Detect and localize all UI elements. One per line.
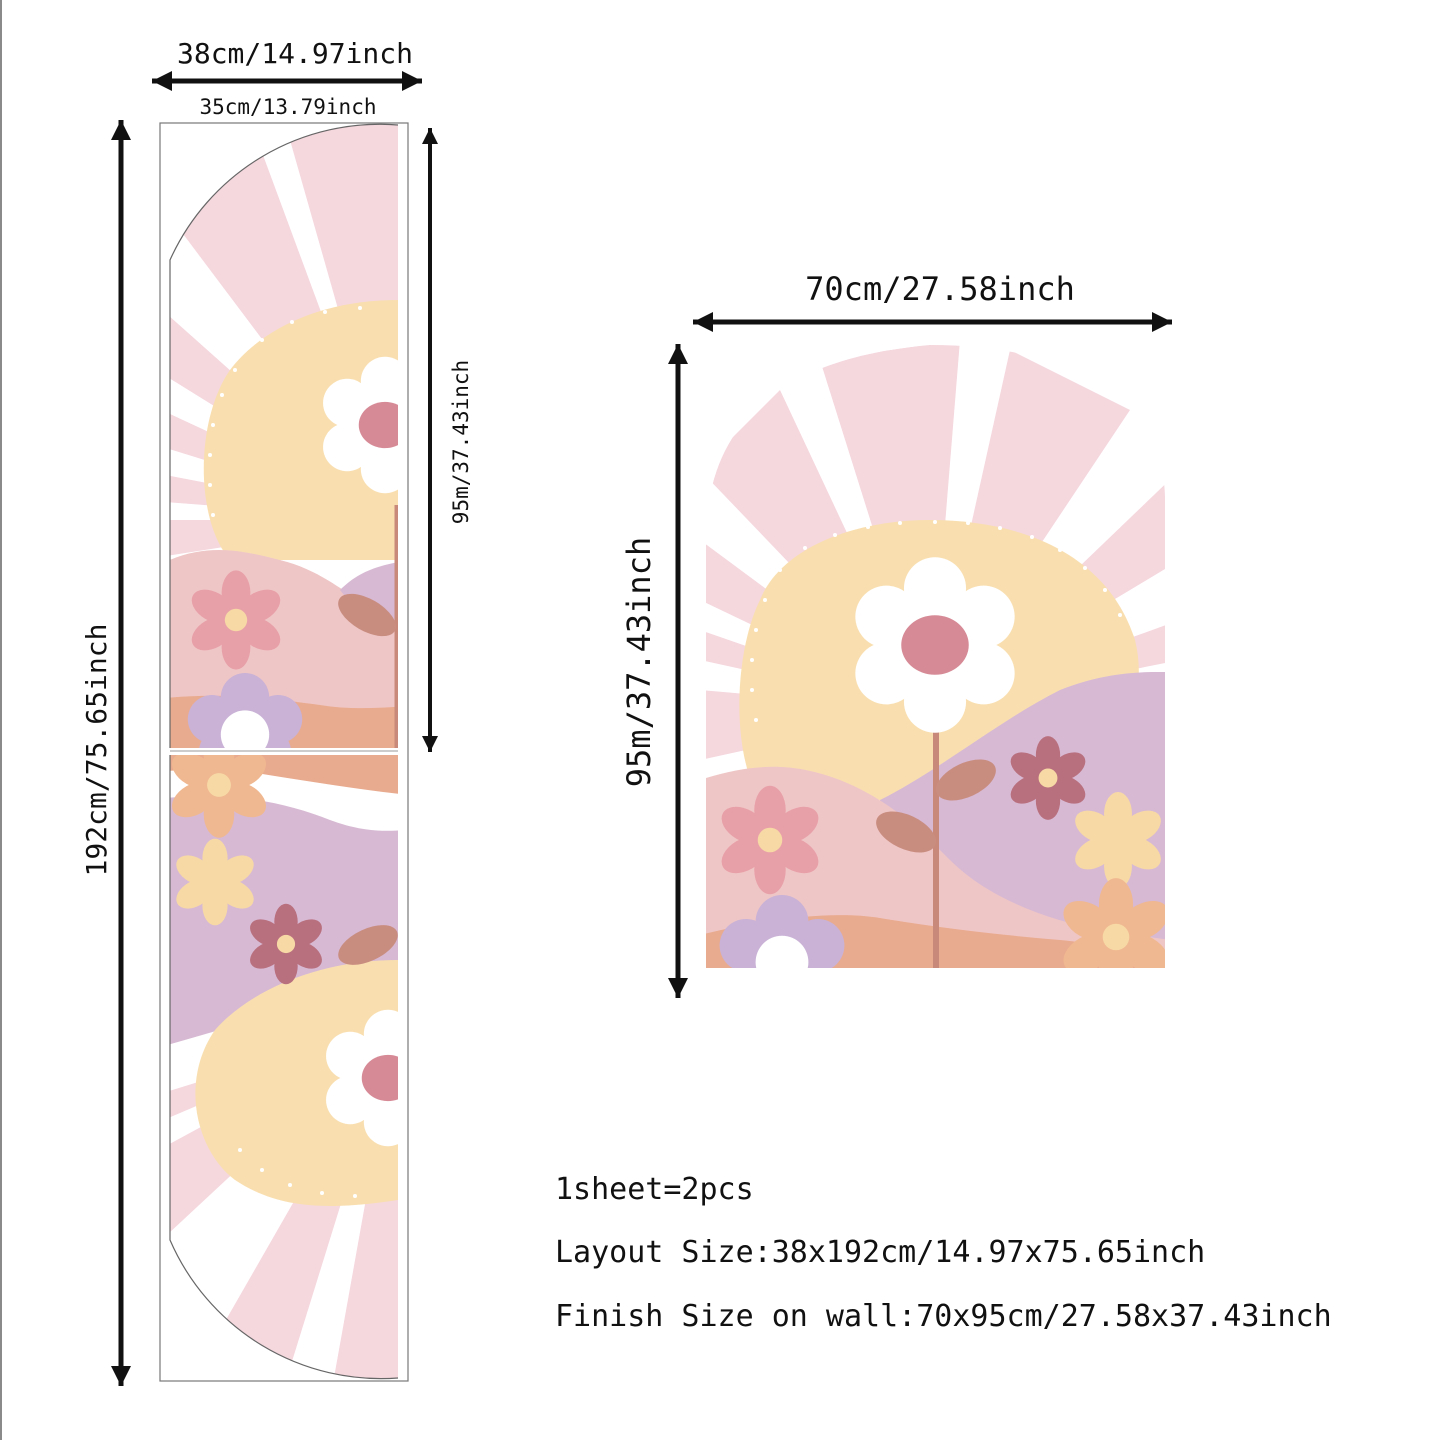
layout-width-label: 38cm/14.97inch <box>177 37 413 70</box>
top-piece-artwork <box>170 124 398 748</box>
left-border-line <box>0 0 2 1440</box>
bottom-piece-artwork <box>170 755 398 1379</box>
bottom-piece-arc <box>169 755 399 1380</box>
piece-height-label: 95m/37.43inch <box>449 360 473 524</box>
finished-artwork <box>706 345 1165 968</box>
finish-width-label: 70cm/27.58inch <box>805 270 1075 308</box>
top-piece-arc <box>169 123 399 748</box>
layout-size-text: Layout Size:38x192cm/14.97x75.65inch <box>555 1235 1206 1270</box>
finish-height-label: 95m/37.43inch <box>620 537 658 787</box>
sheet-count-text: 1sheet=2pcs <box>555 1172 754 1207</box>
layout-height-label: 192cm/75.65inch <box>80 624 113 877</box>
print-width-label: 35cm/13.79inch <box>199 95 376 119</box>
sheet-outline <box>159 122 409 1382</box>
finish-size-text: Finish Size on wall:70x95cm/27.58x37.43i… <box>555 1299 1332 1334</box>
